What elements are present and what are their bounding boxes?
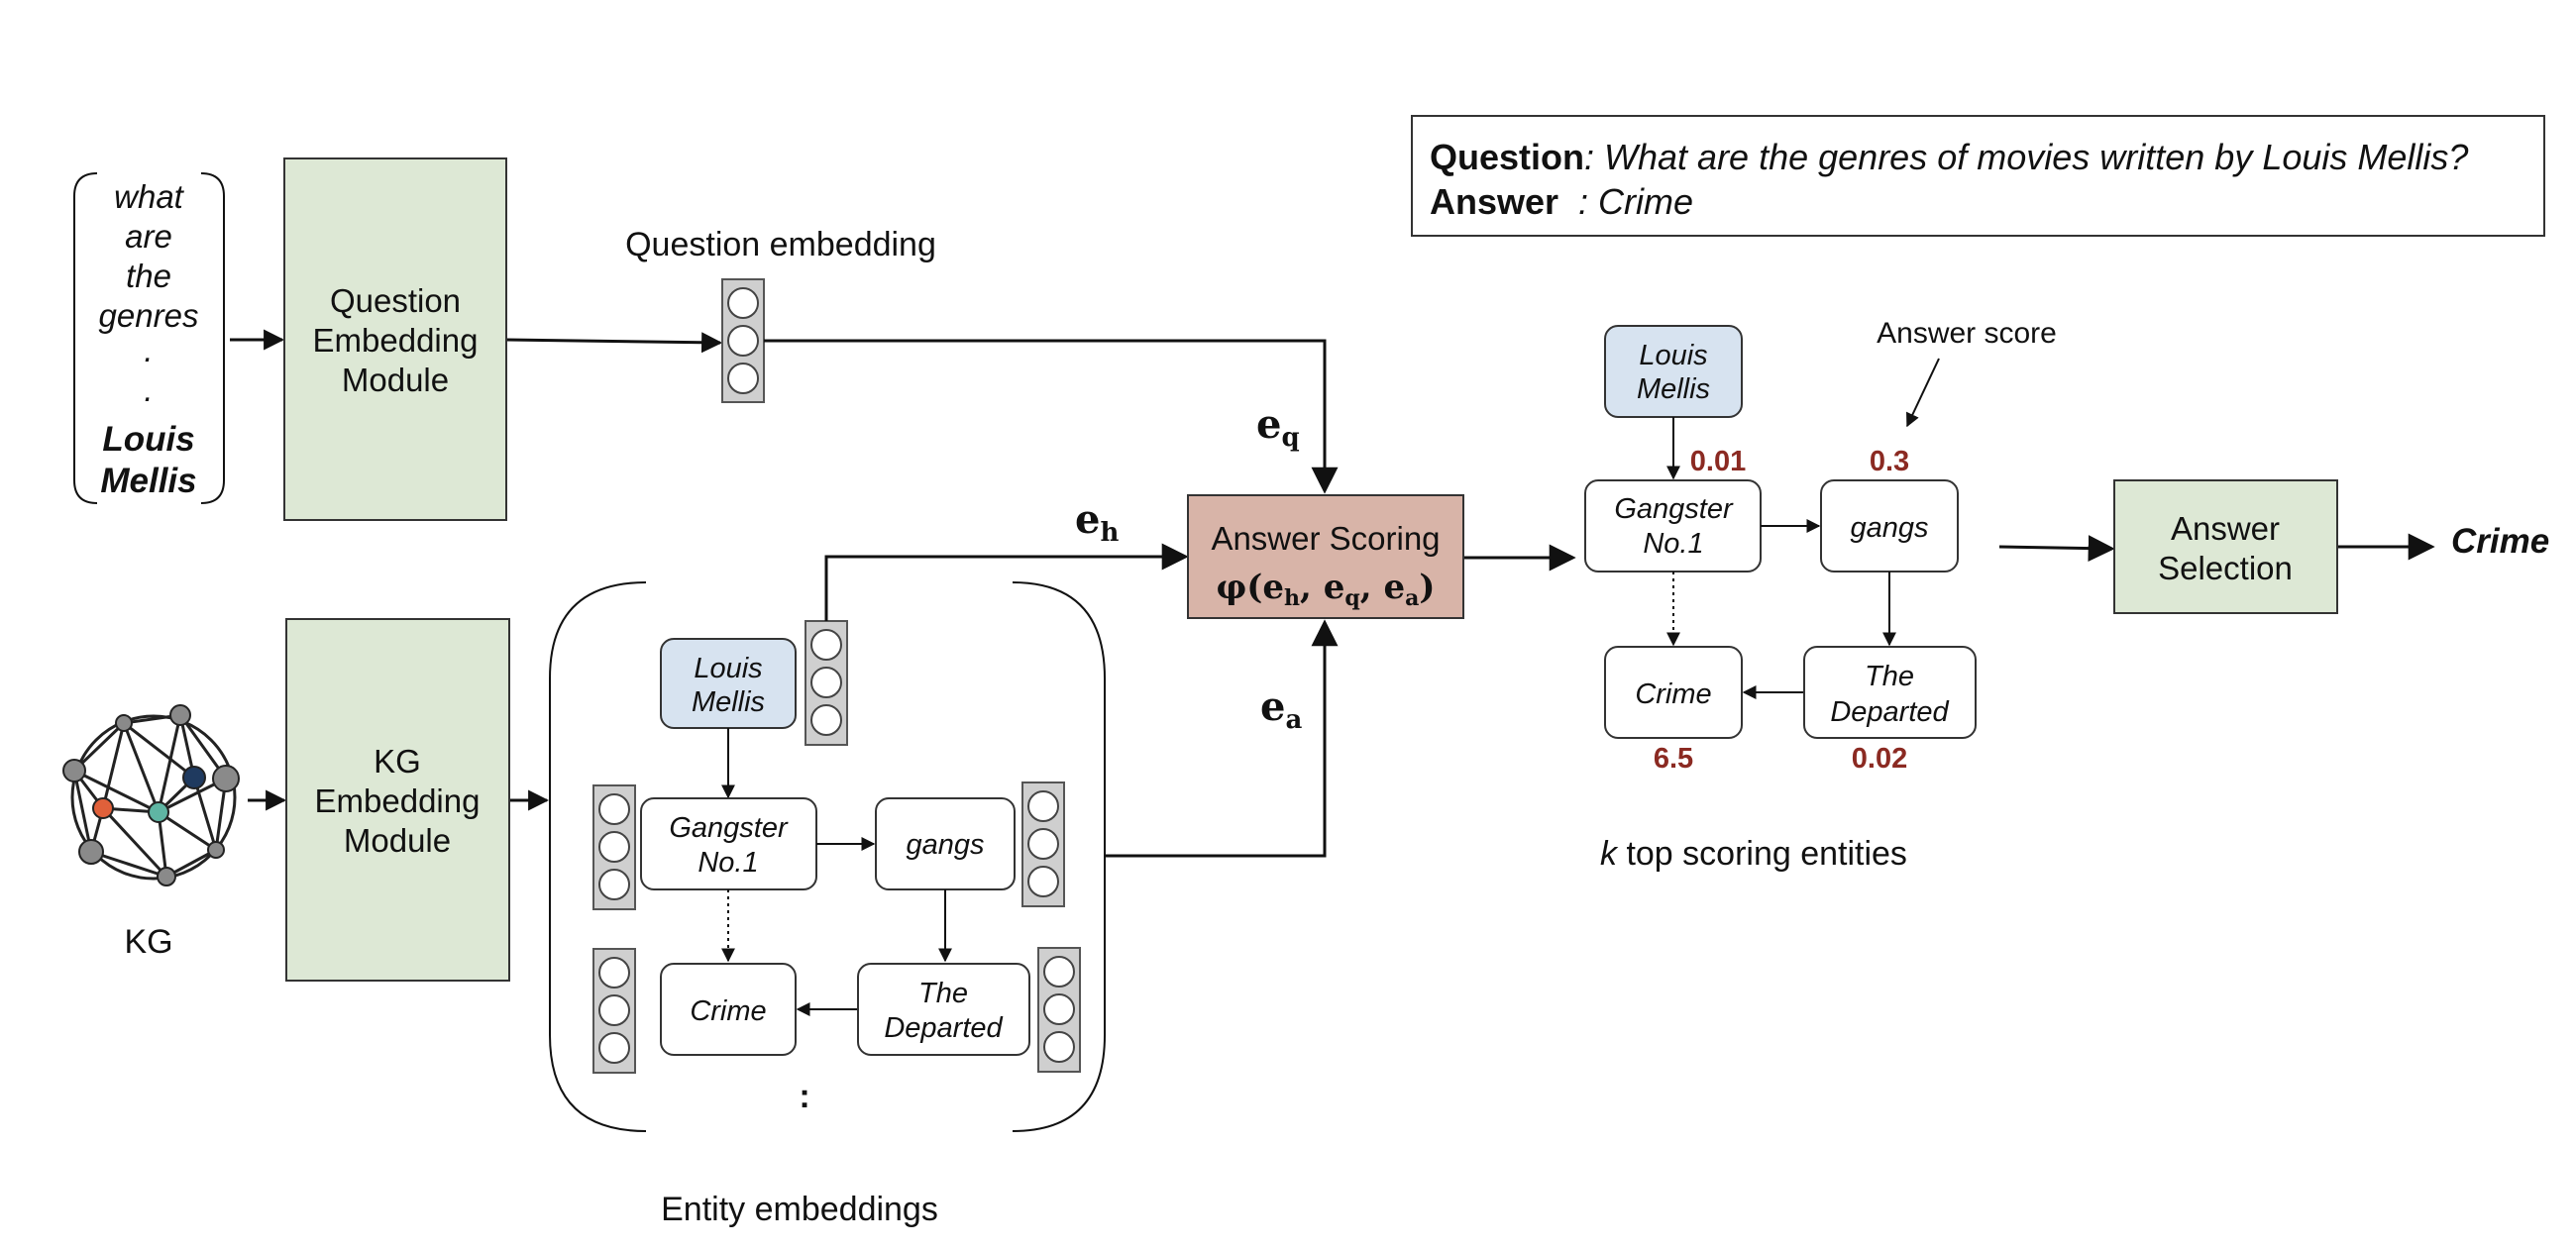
topk-caption: k top scoring entities xyxy=(1600,835,1907,873)
question-token-entity: Mellis xyxy=(100,462,196,500)
entity-node-label: The xyxy=(918,978,968,1009)
eh-label: eh xyxy=(1075,496,1119,548)
head-entity-vector xyxy=(805,620,848,746)
topk-node-label: Crime xyxy=(1635,678,1711,710)
answer-selection-line: Selection xyxy=(2158,550,2293,586)
qmodule-line: Embedding xyxy=(313,322,479,359)
answer-scoring-title: Answer Scoring xyxy=(1211,520,1440,557)
kg-embedding-module: KG Embedding Module xyxy=(285,618,510,982)
topk-node-crime xyxy=(1604,646,1743,739)
entity-node-label: gangs xyxy=(906,829,984,861)
question-embedding-label: Question embedding xyxy=(625,226,936,263)
eh-arrow xyxy=(824,543,1189,621)
question-line: Question: What are the genres of movies … xyxy=(1430,137,2468,177)
qmodule-to-embedding-arrow xyxy=(506,332,723,354)
topk-node-label: Louis xyxy=(1639,340,1707,371)
kgmodule-line: Embedding xyxy=(315,782,481,819)
entity-node-label: Mellis xyxy=(692,686,765,718)
ea-label: ea xyxy=(1260,683,1302,735)
entity-node-label: No.1 xyxy=(698,847,758,879)
score-crime: 6.5 xyxy=(1654,743,1693,775)
question-token: genres xyxy=(99,297,199,334)
topk-node-label: Departed xyxy=(1830,696,1949,728)
topk-node-departed xyxy=(1803,646,1977,739)
entity-node-crime xyxy=(660,963,797,1056)
score-gangster: 0.01 xyxy=(1690,446,1746,477)
question-token-entity: Louis xyxy=(102,420,194,459)
question-token: . xyxy=(144,332,153,368)
entity-node-label: Gangster xyxy=(669,812,789,844)
eq-label: eq xyxy=(1256,401,1300,453)
eq-arrow xyxy=(764,339,1339,494)
question-token: the xyxy=(126,258,171,294)
entity-embeddings-label: Entity embeddings xyxy=(661,1191,938,1228)
topk-node-label: The xyxy=(1865,661,1914,692)
qmodule-line: Module xyxy=(342,362,449,398)
topk-to-selection-arrow xyxy=(1998,535,2115,563)
topk-node-label: gangs xyxy=(1850,512,1928,544)
entities-ellipsis: : xyxy=(799,1078,809,1115)
qa-box: Question: What are the genres of movies … xyxy=(1411,115,2545,237)
score-gangs: 0.3 xyxy=(1870,446,1909,477)
answer-score-pointer xyxy=(1906,358,1940,428)
entity-node-label: Crime xyxy=(690,995,766,1027)
question-embedding-vector xyxy=(721,278,765,403)
question-token: . xyxy=(144,371,153,408)
gangs-vector xyxy=(1021,781,1065,907)
qmodule-line: Question xyxy=(330,282,461,319)
answer-selection-line: Answer xyxy=(2171,510,2280,547)
entity-embeddings-group: Louis Mellis Gangster No.1 gangs xyxy=(549,581,1106,1132)
question-input: what are the genres . . Louis Mellis xyxy=(73,172,225,504)
answer-score-label: Answer score xyxy=(1877,317,2057,350)
question-embedding-module: Question Embedding Module xyxy=(283,157,507,521)
question-token: are xyxy=(125,218,172,255)
topk-node-label: Gangster xyxy=(1614,493,1734,525)
topk-node-label: Mellis xyxy=(1637,373,1710,405)
answer-selection-module: Answer Selection xyxy=(2113,479,2338,614)
topk-node-label: No.1 xyxy=(1643,528,1703,560)
entity-node-departed xyxy=(857,963,1030,1056)
final-answer: Crime xyxy=(2451,522,2549,561)
answer-scoring-module: Answer Scoring φ(eh, eq, ea) xyxy=(1187,494,1464,619)
departed-vector xyxy=(1037,947,1081,1073)
answer-line: Answer : Crime xyxy=(1430,181,1693,222)
gangster-vector xyxy=(592,784,636,910)
answer-scoring-formula: φ(eh, eq, ea) xyxy=(1217,568,1436,611)
ea-arrow xyxy=(1106,619,1339,858)
kgmodule-line: KG xyxy=(374,743,421,780)
entity-node-label: Departed xyxy=(884,1012,1003,1044)
topk-graph: Louis Mellis Gangster No.1 gangs Crime T… xyxy=(1584,325,1977,775)
score-departed: 0.02 xyxy=(1852,743,1907,775)
kg-graph-icon xyxy=(62,704,240,886)
kgmodule-line: Module xyxy=(344,822,451,859)
question-token: what xyxy=(114,178,185,215)
crime-vector xyxy=(592,948,636,1074)
kg-label: KG xyxy=(124,923,172,961)
entity-node-label: Louis xyxy=(694,653,762,684)
